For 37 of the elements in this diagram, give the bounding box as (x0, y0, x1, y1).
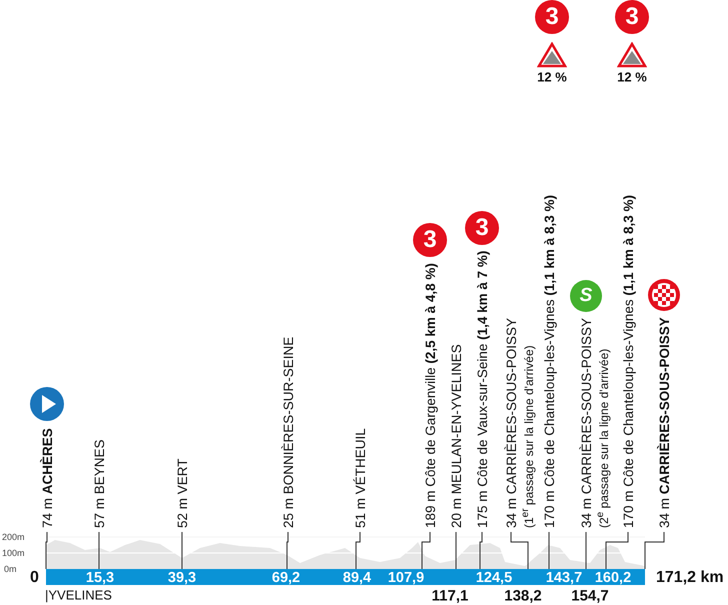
distance-label: 138,2 (504, 588, 542, 604)
distance-label: 124,5 (476, 570, 512, 586)
waypoint-label: 189 m Côte de Gargenville (2,5 km à 4,8 %) (422, 263, 438, 528)
altitude-axis-label: 0m (4, 564, 17, 574)
waypoint-label: 74 m ACHÈRES (40, 428, 54, 528)
department-label: |YVELINES (45, 588, 112, 602)
waypoint-label: 34 m CARRIÈRES-SOUS-POISSY (656, 317, 672, 528)
gradient-label: 12 % (617, 70, 647, 84)
distance-label: 143,7 (546, 570, 582, 586)
waypoint-label: 34 m CARRIÈRES-SOUS-POISSY (504, 318, 518, 528)
distance-label: 39,3 (168, 570, 196, 586)
distance-label: 154,7 (571, 588, 609, 604)
waypoint-label: 51 m VÉTHEUIL (352, 428, 368, 528)
waypoint-label: 57 m BEYNES (92, 439, 106, 528)
altitude-axis-label: 100m (2, 548, 25, 558)
climb-category-badge: 3 (615, 0, 649, 34)
distance-label: 89,4 (342, 570, 372, 586)
distance-label: 15,3 (86, 570, 114, 586)
distance-label: 160,2 (594, 570, 632, 586)
waypoint-label: 25 m BONNIÈRES-SUR-SEINE (280, 336, 296, 528)
climb-category-badge: 3 (465, 211, 499, 245)
distance-label: 69,2 (272, 570, 300, 586)
waypoint-label: 34 m CARRIÈRES-SOUS-POISSY (578, 318, 594, 528)
distance-label: 0 (30, 569, 39, 587)
distance-label: 117,1 (432, 588, 468, 604)
waypoint-label: 175 m Côte de Vaux-sur-Seine (1,4 km à 7 %) (474, 250, 490, 528)
climb-category-badge: 3 (413, 223, 447, 257)
waypoint-label: 52 m VERT (174, 458, 190, 528)
gradient-label: 12 % (537, 70, 567, 84)
distance-label: 107,9 (388, 570, 424, 586)
distance-label: 171,2 km (656, 569, 724, 587)
waypoint-label: 170 m Côte de Chanteloup-les-Vignes (1,1 km à 8,3 %) (620, 195, 636, 528)
waypoint-label: 20 m MEULAN-EN-YVELINES (448, 344, 464, 528)
altitude-axis-label: 200m (2, 532, 25, 542)
sprint-badge: S (570, 280, 602, 312)
climb-category-badge: 3 (535, 0, 569, 34)
waypoint-label: 170 m Côte de Chanteloup-les-Vignes (1,1 km à 8,3 %) (542, 195, 556, 528)
